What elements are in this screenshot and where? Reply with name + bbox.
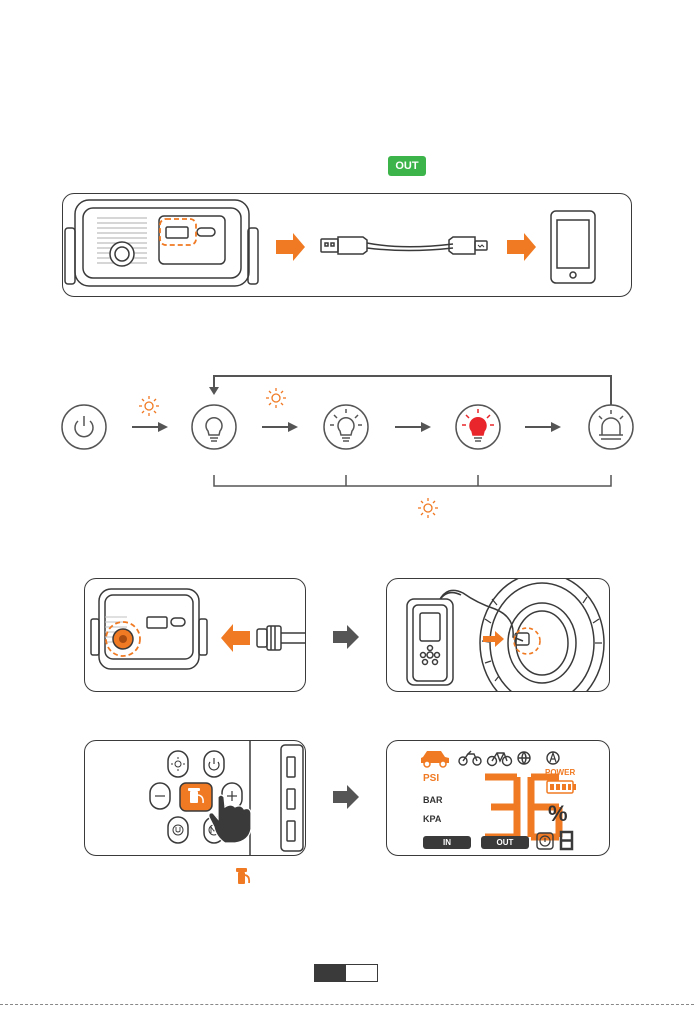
arrow-right-icon [276,233,305,261]
light-mode-diagram [50,365,650,525]
power-icon [62,405,106,449]
beacon-light-icon [589,405,633,449]
control-panel [84,740,306,856]
brightness-button[interactable] [168,751,188,777]
arrow-right-icon [132,422,168,432]
minus-button[interactable] [150,783,170,809]
unit-button[interactable] [168,817,188,843]
out-badge: OUT [388,156,426,176]
arrow-right-icon [395,422,431,432]
percent-symbol: % [548,801,568,827]
lcd-display: PSI BAR KPA POWER % IN OUT [386,740,610,856]
usb-output-panel [62,193,632,297]
sun-icon [418,498,438,518]
power-button[interactable] [204,751,224,777]
usb-cable [321,237,487,254]
ball-icon [518,752,530,764]
inflator-device [407,599,453,685]
unit-kpa: KPA [423,814,441,824]
small-digit [561,832,572,849]
bicycle-icon [488,753,512,766]
arrow-right-icon [262,422,298,432]
tire-inflation-panel [386,578,610,692]
arrow-right-icon [507,233,536,261]
power-label: POWER [545,768,575,777]
unit-bar: BAR [423,795,443,805]
hose-connector [257,626,305,650]
arrow-left-icon [221,624,250,652]
sun-icon [266,388,286,408]
arrow-right-icon [331,625,361,649]
return-loop-line [209,376,611,405]
in-label: IN [423,836,471,849]
auto-icon [547,752,559,764]
phone-icon [551,211,595,283]
inflator-port-panel [84,578,306,692]
red-bulb-icon [456,405,500,449]
bulb-icon [192,405,236,449]
unit-psi: PSI [423,773,439,784]
inflate-button[interactable] [180,783,212,811]
page-indicator [314,964,378,982]
sun-icon [139,396,159,416]
car-icon [421,751,449,767]
motorcycle-icon [459,751,481,765]
power-station-device [65,200,258,286]
arrow-right-icon [483,631,504,647]
pump-icon [235,866,251,886]
valve-highlight [514,628,540,654]
battery-icon [547,781,576,793]
mode-bracket [214,475,611,486]
page-bottom-rule [0,1004,694,1005]
arrow-right-icon [525,422,561,432]
out-label: OUT [481,836,529,849]
arrow-right-icon [331,785,361,809]
bulb-rays-icon [324,405,368,449]
